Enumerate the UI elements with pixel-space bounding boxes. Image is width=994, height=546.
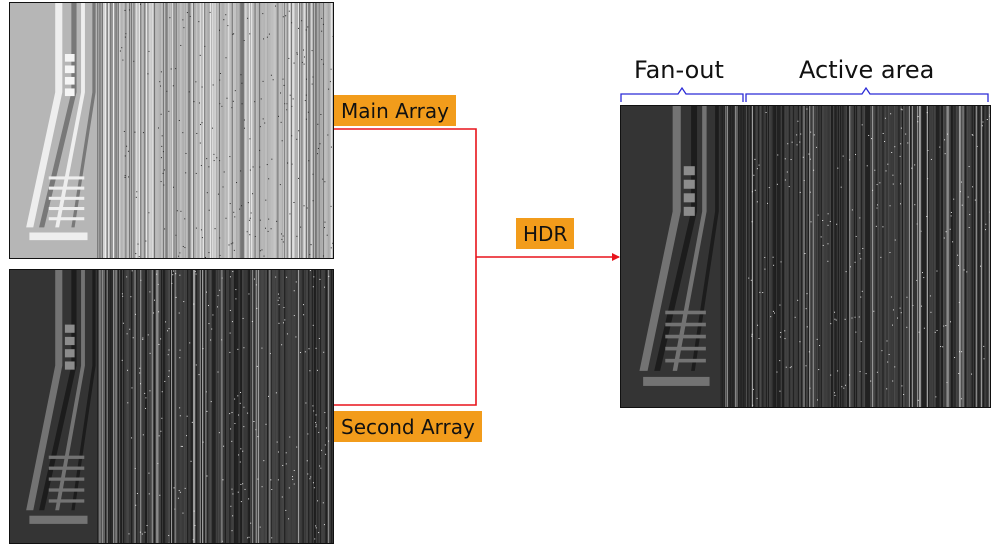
second-array-texture [10,270,333,543]
hdr-output-texture [621,106,990,407]
fan-out-label: Fan-out [634,56,724,84]
active-area-label: Active area [799,56,935,84]
main-array-texture [10,3,333,258]
fan-out-brace [620,86,744,102]
second-array-label: Second Array [334,411,482,442]
main-array-label: Main Array [334,95,456,126]
hdr-output-image [620,105,991,408]
second-array-image [9,269,334,544]
main-array-connector [334,128,477,257]
main-array-image [9,2,334,259]
second-array-connector [334,257,477,406]
active-area-brace [745,86,989,102]
hdr-label: HDR [516,218,575,249]
